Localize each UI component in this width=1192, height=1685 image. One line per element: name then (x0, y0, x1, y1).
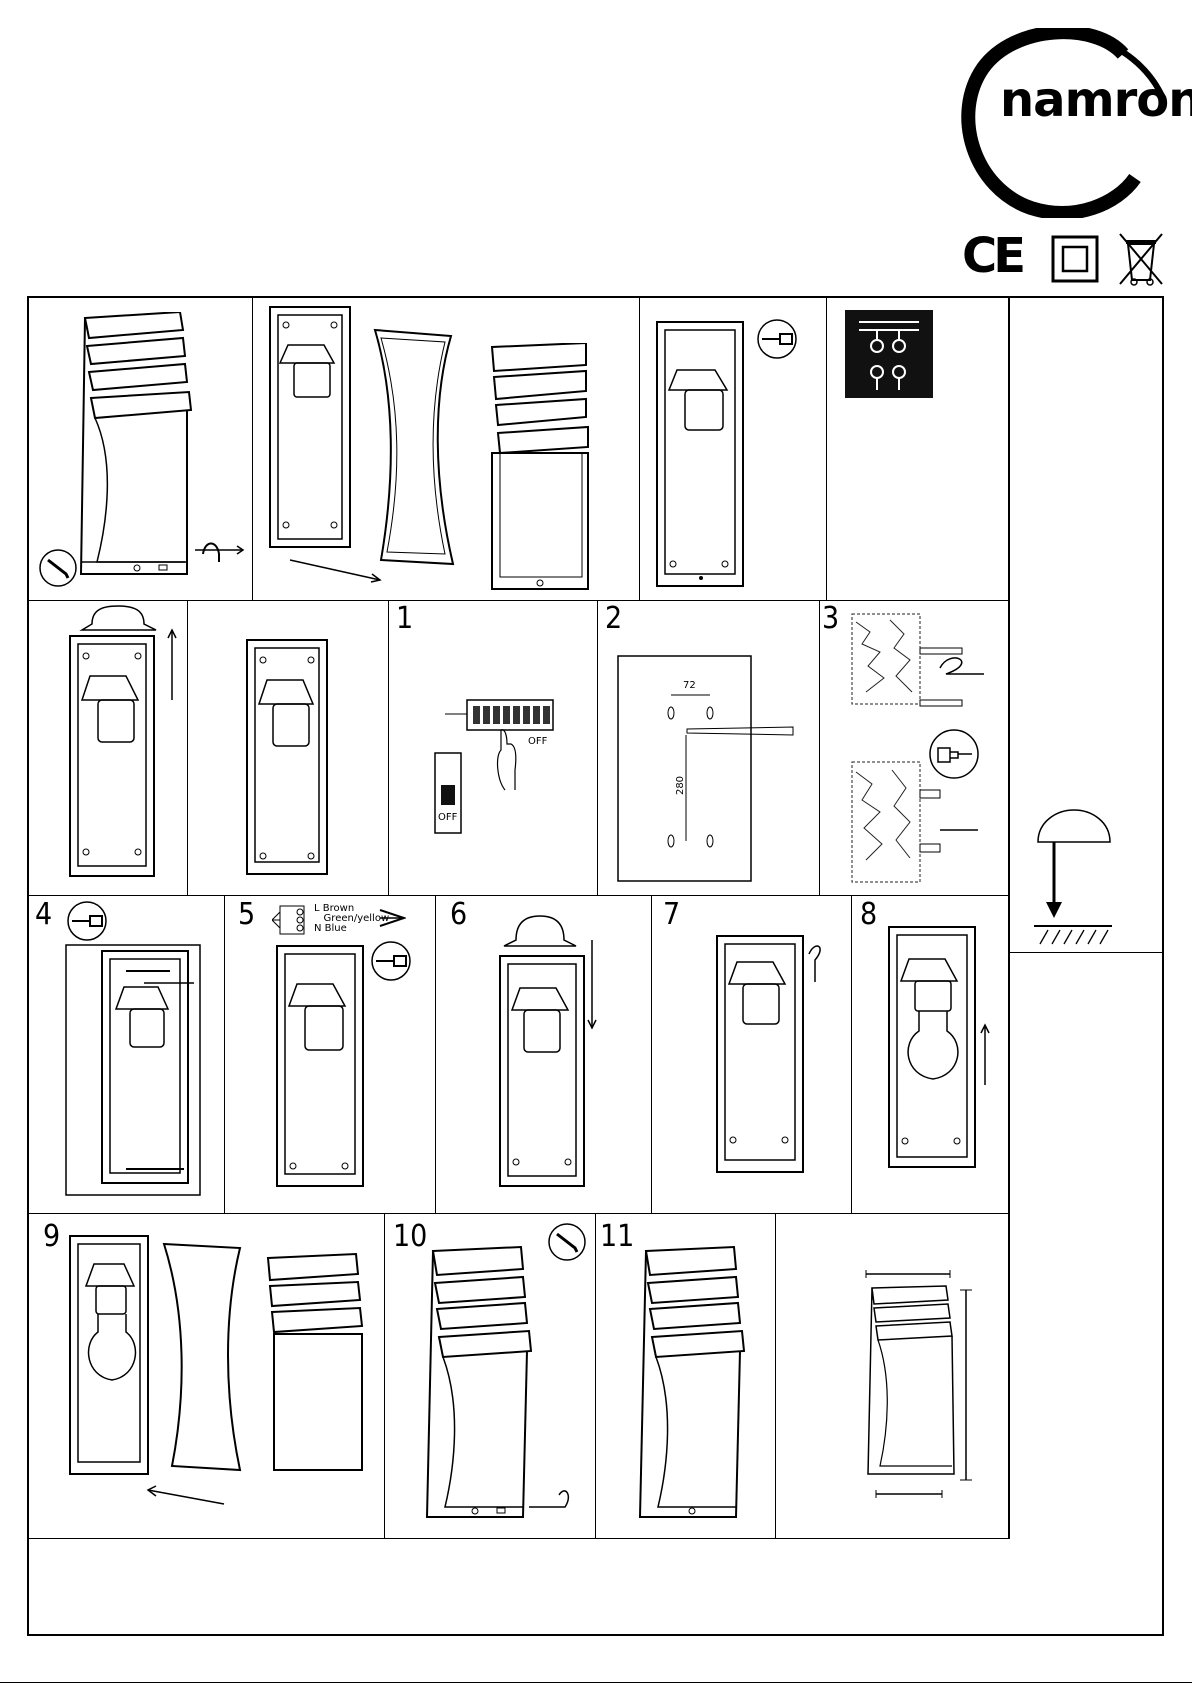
step-number: 4 (35, 900, 52, 930)
weee-bin-icon (1118, 232, 1164, 286)
step-number: 6 (450, 900, 467, 930)
mount-backplate (64, 943, 209, 1198)
assembly-exploded (68, 1234, 378, 1514)
direction-arrow (288, 556, 383, 586)
step-number: 8 (860, 900, 877, 930)
step-number: 11 (600, 1222, 634, 1252)
step-number: 10 (393, 1222, 427, 1252)
wire-arrow (378, 906, 406, 930)
terminal-block-icon (845, 310, 933, 398)
screwdriver-icon (370, 940, 412, 982)
step-number: 5 (238, 900, 255, 930)
step-number: 1 (396, 604, 413, 634)
hex-key-icon (38, 548, 78, 588)
breaker-off-box-label: OFF (438, 812, 457, 823)
lamp-icon (1034, 808, 1116, 948)
class-ii-icon (1051, 235, 1099, 283)
step-number: 7 (663, 900, 680, 930)
backplate-with-bulb (887, 925, 997, 1170)
backplate-cap-down (498, 912, 608, 1192)
louvre-housing (488, 343, 593, 593)
screwdriver-icon (756, 318, 798, 360)
backplate-fix-holder (715, 934, 825, 1174)
brush-icon (928, 728, 980, 780)
backplate-wired (275, 944, 365, 1189)
drill-height: 280 (675, 776, 686, 795)
rotate-arrow-icon (195, 538, 245, 568)
fixture-fasten (425, 1245, 590, 1525)
screwdriver-icon (66, 900, 108, 942)
step-number: 2 (605, 604, 622, 634)
backplate-with-holder (268, 305, 353, 550)
brand-name: namron (1000, 72, 1192, 128)
step-number: 3 (822, 604, 839, 634)
wiring-connector (272, 904, 312, 936)
backplate-open (245, 638, 330, 876)
breaker-panel (445, 690, 575, 810)
drill-template (617, 655, 799, 885)
fixture-complete (638, 1245, 748, 1525)
backplate-remove-holder (655, 320, 745, 590)
dimension-drawing (862, 1270, 980, 1510)
step-number: 9 (43, 1222, 60, 1252)
drill-width: 72 (683, 680, 696, 691)
breaker-off-label: OFF (528, 736, 547, 747)
ce-mark: CE (962, 232, 1022, 280)
backplate-remove-cap (68, 604, 178, 879)
glass-diffuser (373, 328, 458, 568)
